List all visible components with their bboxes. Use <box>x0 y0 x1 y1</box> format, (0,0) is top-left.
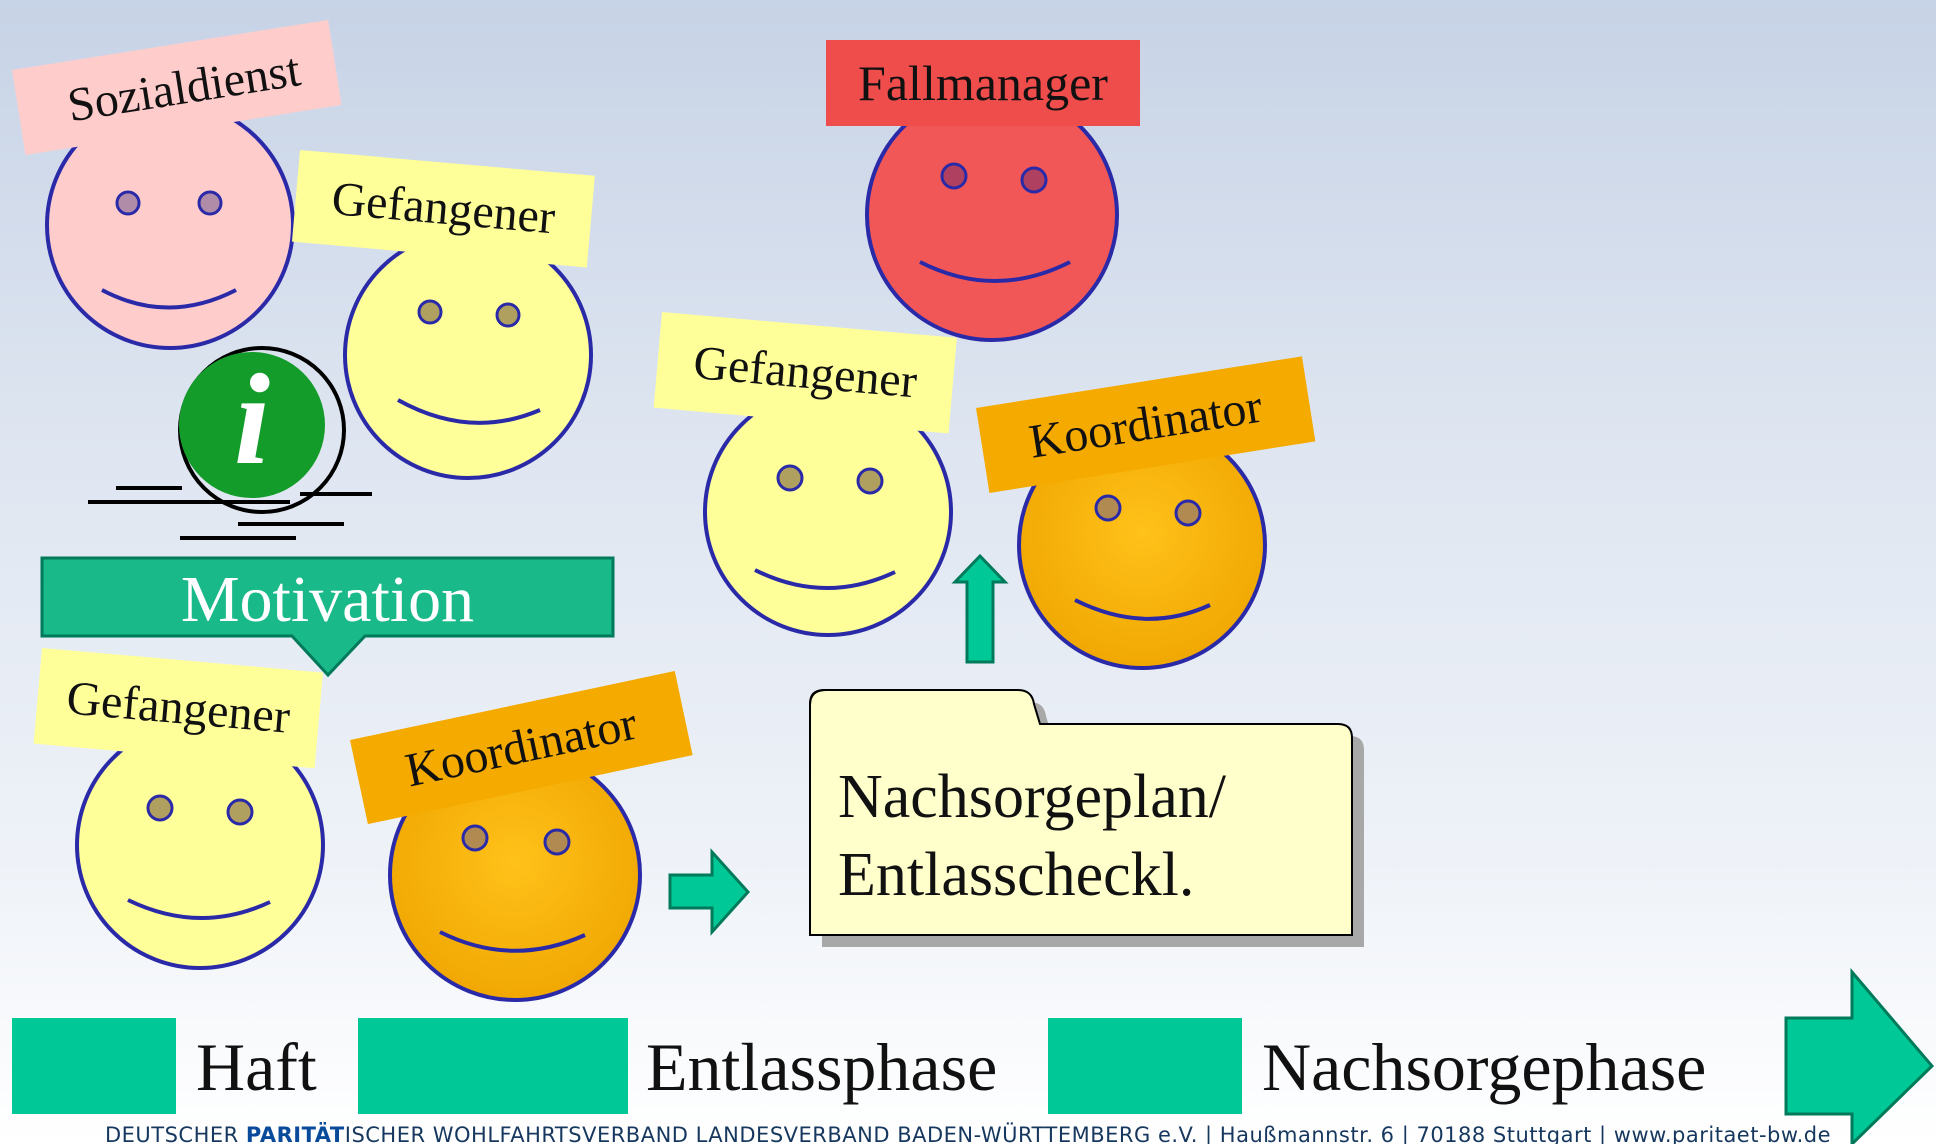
plan-line-2: Entlasscheckl. <box>838 841 1195 909</box>
label-fallmanager: Fallmanager <box>826 40 1140 126</box>
label-text: Gefangener <box>329 172 558 245</box>
phase-entlassphase: Entlassphase <box>646 1029 998 1105</box>
phase-nachsorgephase: Nachsorgephase <box>1262 1029 1707 1105</box>
timeline-segment-2 <box>358 1018 628 1114</box>
plan-text: Nachsorgeplan/ Entlasscheckl. <box>838 758 1338 914</box>
timeline-arrow-head <box>1784 967 1935 1144</box>
motivation-arrow <box>40 556 615 678</box>
right-arrow <box>668 848 751 936</box>
motivation-label: Motivation <box>180 563 475 636</box>
footer-text-bold: PARITÄT <box>245 1123 345 1144</box>
footer-text-2: ISCHER WOHLFAHRTSVERBAND LANDESVERBAND B… <box>344 1123 1832 1144</box>
info-letter: i <box>233 348 271 492</box>
timeline-segment-1 <box>12 1018 176 1114</box>
plan-line-1: Nachsorgeplan/ <box>838 763 1226 831</box>
up-arrow <box>951 553 1009 664</box>
label-text: Gefangener <box>691 336 920 409</box>
label-text: Gefangener <box>64 671 293 744</box>
face-gefangener-1 <box>343 230 593 480</box>
phase-haft: Haft <box>196 1029 317 1105</box>
footer-text-1: DEUTSCHER <box>104 1123 246 1144</box>
face-fallmanager <box>865 88 1119 342</box>
label-text: Fallmanager <box>858 55 1108 111</box>
face-koordinator-1 <box>1017 420 1267 670</box>
face-koordinator-2 <box>388 748 642 1002</box>
face-gefangener-3 <box>75 720 325 970</box>
footer: DEUTSCHER PARITÄTISCHER WOHLFAHRTSVERBAN… <box>0 1122 1936 1144</box>
timeline-segment-3 <box>1048 1018 1242 1114</box>
info-icon <box>88 346 372 540</box>
